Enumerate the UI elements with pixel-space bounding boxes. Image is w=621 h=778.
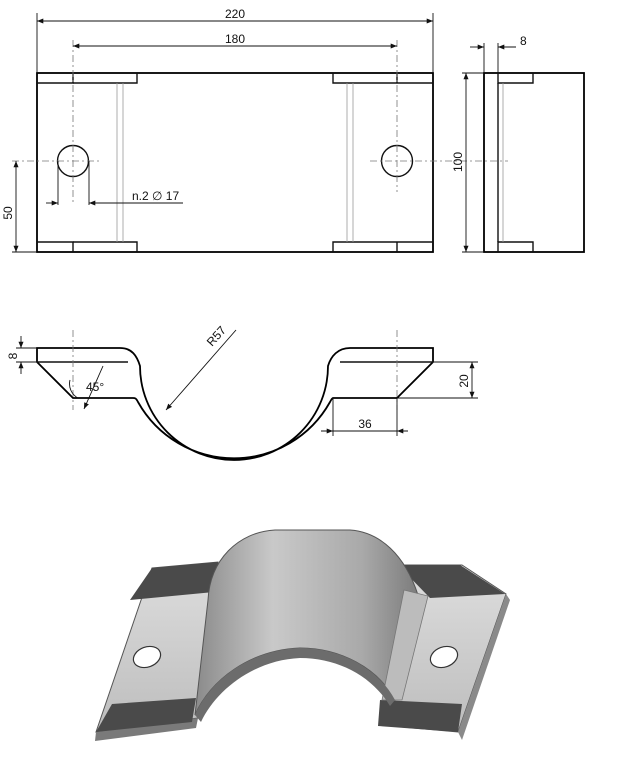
dim-flange-width: 36 (358, 417, 372, 431)
left-pad-top (130, 562, 218, 600)
dim-hole-spacing: 180 (225, 32, 245, 46)
isometric-model (95, 529, 510, 741)
top-view-flange-steps (37, 73, 433, 252)
dim-chamfer-angle: 45° (86, 380, 104, 394)
dim-flange-height: 20 (457, 374, 471, 388)
model-hole-right (429, 645, 459, 669)
top-view-outline (36, 72, 434, 253)
front-view: R57 45° 8 20 36 (6, 323, 478, 461)
top-view-centerlines (12, 40, 508, 205)
left-pad-bottom (96, 698, 196, 732)
side-view-outline (483, 72, 585, 253)
model-hole-left (132, 645, 162, 669)
right-pad-bottom (378, 700, 462, 732)
top-view: 220 180 n.2 ∅ 17 50 (1, 7, 508, 253)
dim-hole-note: n.2 ∅ 17 (132, 189, 179, 203)
side-view: 100 8 (451, 34, 585, 253)
front-view-profile (36, 347, 434, 461)
dim-overall-width: 220 (225, 7, 245, 21)
bend-tangent-lines (116, 83, 354, 242)
dim-side-thickness: 8 (6, 352, 20, 359)
dim-thickness: 8 (520, 34, 527, 48)
dim-hole-height: 50 (1, 206, 15, 220)
dim-bend-radius: R57 (204, 323, 229, 349)
right-pad-top (398, 565, 505, 598)
dim-overall-height: 100 (451, 152, 465, 172)
